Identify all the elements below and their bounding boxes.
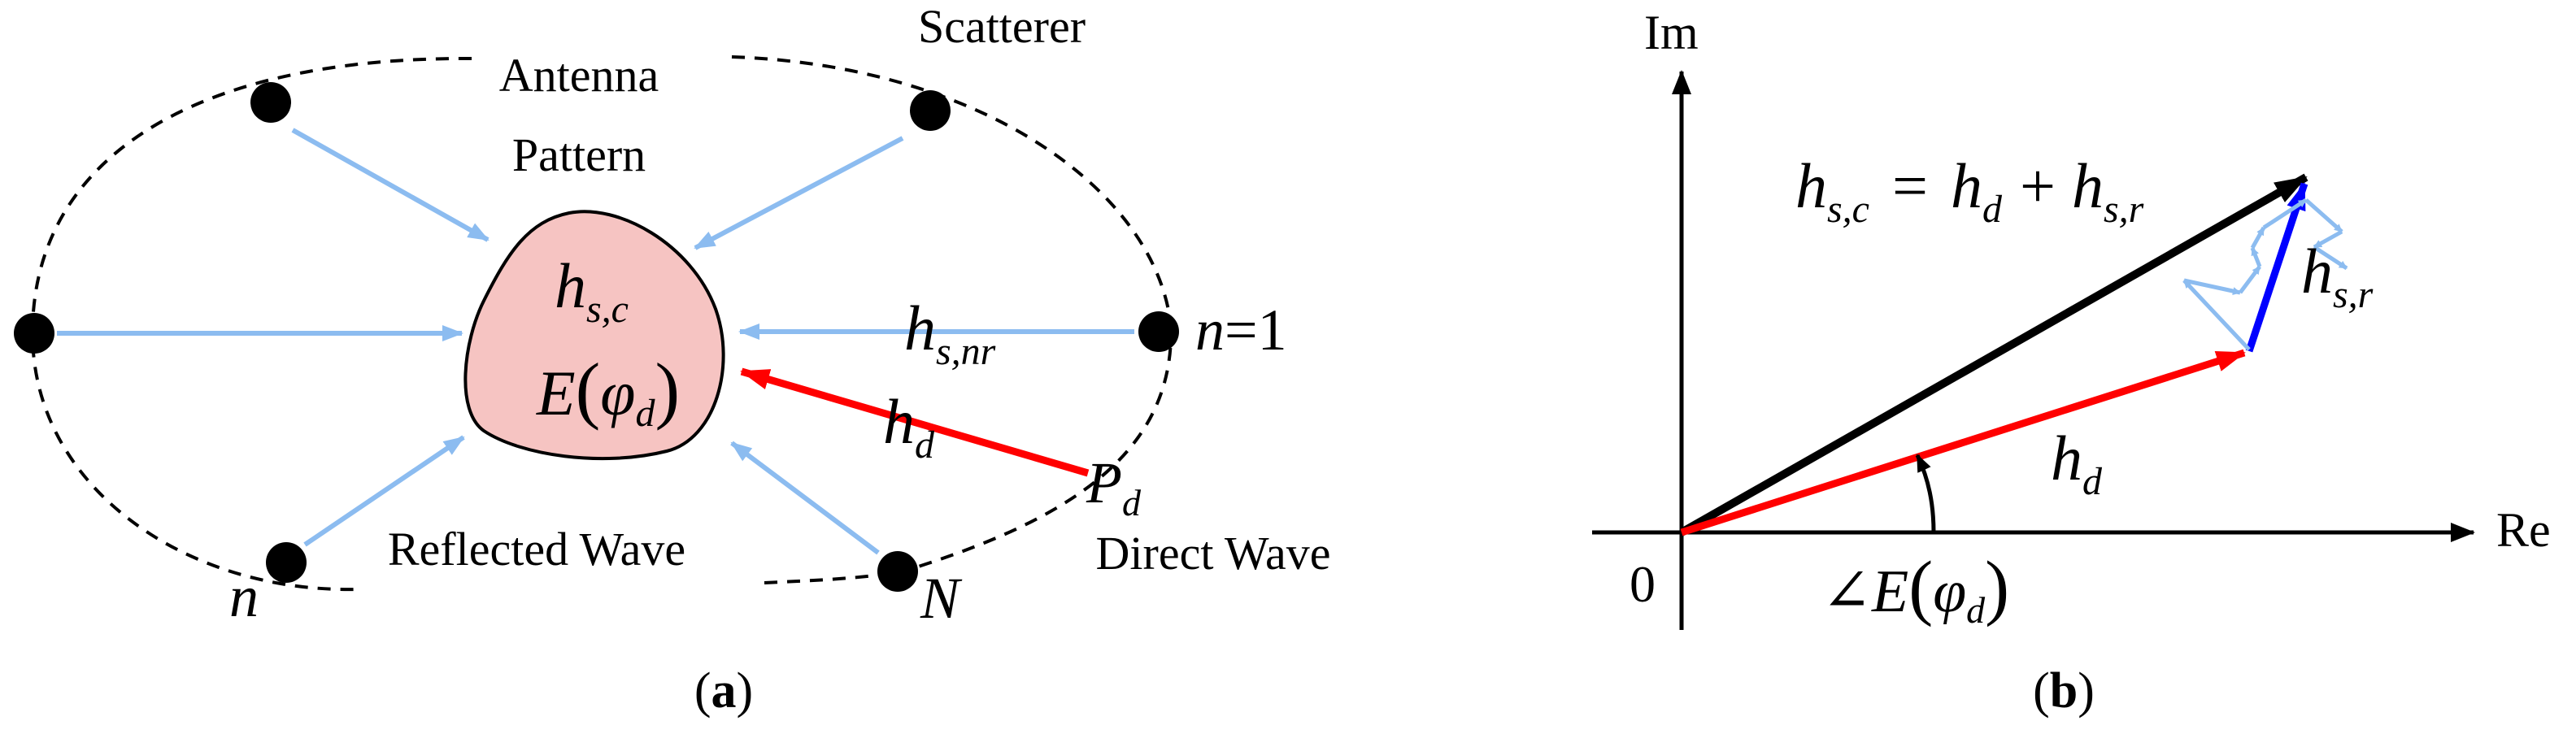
capital-n-label: N xyxy=(920,566,963,631)
panel-b: Im Re 0 hs,c=hd+hs,r hs,r xyxy=(1592,6,2551,719)
scattered-wave-arrow xyxy=(730,441,880,555)
antenna-label: Antenna xyxy=(499,49,659,102)
panel-a: Antenna Pattern Scatterer hs,c E(φd) hs,… xyxy=(14,0,1330,719)
reflected-wave-label: Reflected Wave xyxy=(388,523,685,575)
scatterer-dot xyxy=(1138,311,1179,352)
scatterer-ellipse-bottom-right xyxy=(910,324,1173,571)
h-d-symbol: hd xyxy=(883,386,935,467)
scatterer-dot xyxy=(250,82,291,123)
caption-b: (b) xyxy=(2033,663,2095,719)
pattern-label-2: Pattern xyxy=(512,128,646,181)
scatterer-ellipse-top-right xyxy=(731,55,1173,326)
scattered-components xyxy=(2182,198,2348,351)
angle-arc xyxy=(1915,454,1936,533)
imaginary-axis-label: Im xyxy=(1644,6,1699,59)
direct-wave-arrow xyxy=(740,367,1090,477)
direct-wave-label: Direct Wave xyxy=(1096,527,1331,580)
scattered-vector-h-sr xyxy=(2245,182,2308,353)
h-snr-symbol: hs,nr xyxy=(904,293,996,373)
angle-label: ∠E(φd) xyxy=(1821,547,2009,631)
direct-vector-h-d xyxy=(1680,349,2246,536)
h-sc-symbol: hs,c xyxy=(555,250,629,331)
h-d-label: hd xyxy=(2051,423,2103,503)
antenna-pattern-shape xyxy=(463,210,725,461)
scattered-wave-arrow xyxy=(694,136,904,250)
p-d-symbol: Pd xyxy=(1086,450,1142,523)
scatterer-ellipse-left xyxy=(30,56,472,592)
e-phi-d-symbol: E(φd) xyxy=(536,348,680,435)
origin-label: 0 xyxy=(1630,555,1656,613)
scatterer-dot xyxy=(266,542,307,583)
h-sr-label: hs,r xyxy=(2301,236,2374,316)
resultant-vector-h-sc xyxy=(1679,173,2308,536)
resultant-equation: hs,c=hd+hs,r xyxy=(1795,150,2144,231)
real-axis-label: Re xyxy=(2496,503,2551,557)
n-label: n xyxy=(229,564,259,629)
scatterer-dot xyxy=(910,90,951,131)
n-equals-one-label: n=1 xyxy=(1195,298,1287,363)
scatterer-label: Scatterer xyxy=(918,0,1086,53)
scatterer-dot xyxy=(14,313,54,354)
scatterer-dot xyxy=(877,551,918,592)
caption-a: (a) xyxy=(694,663,753,719)
scattered-wave-arrow xyxy=(303,435,465,547)
scattered-wave-arrow xyxy=(291,128,490,242)
